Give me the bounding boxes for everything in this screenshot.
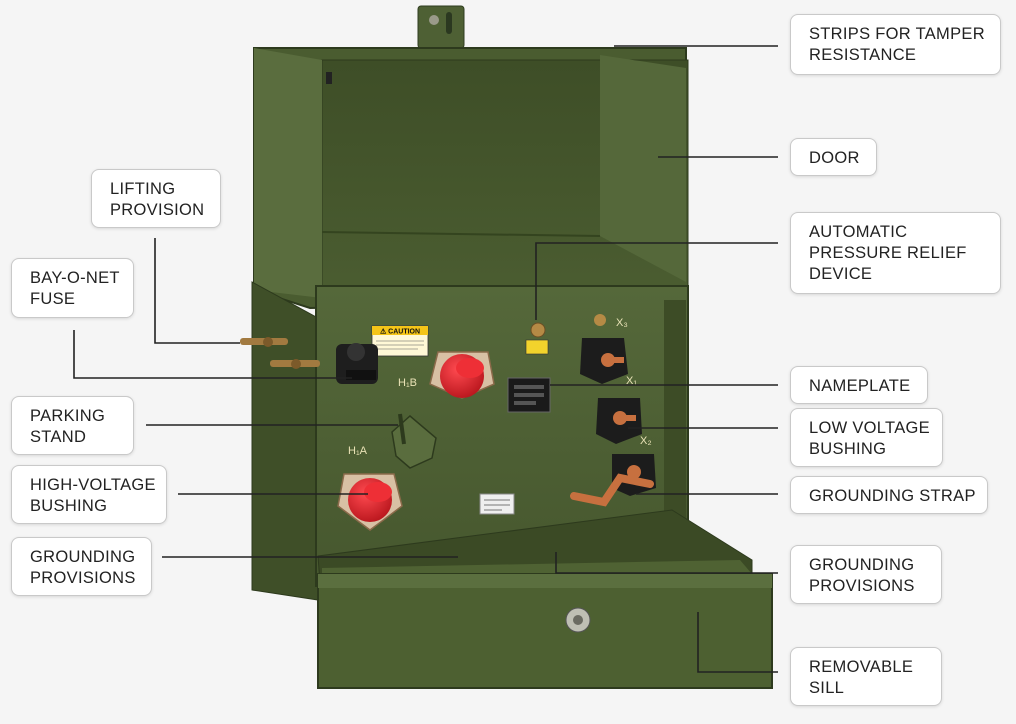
grounding-strap xyxy=(570,473,654,507)
h1a-marking: H₁A xyxy=(348,445,368,457)
hv-bushing-upper xyxy=(429,351,495,399)
label-line: BUSHING xyxy=(30,497,108,515)
label-line: BAY-O-NET xyxy=(30,269,120,287)
label-line: SILL xyxy=(809,679,845,697)
leader-lines xyxy=(73,45,778,673)
label-line: STRIPS FOR TAMPER xyxy=(809,25,985,43)
x3-marking: X₃ xyxy=(616,317,628,329)
label-line: PRESSURE RELIEF xyxy=(809,244,967,262)
label-bay-o-net-fuse: BAY-O-NET FUSE xyxy=(11,258,134,318)
caution-label: ⚠ CAUTION xyxy=(371,325,429,357)
label-line: GROUNDING xyxy=(30,548,136,566)
label-strips-for-tamper-resistance: STRIPS FOR TAMPER RESISTANCE xyxy=(790,14,1001,75)
label-line: RESISTANCE xyxy=(809,46,917,64)
label-line: PROVISIONS xyxy=(809,577,915,595)
label-grounding-strap: GROUNDING STRAP xyxy=(790,476,988,514)
h1b-marking: H₁B xyxy=(398,377,417,389)
label-line: LOW VOLTAGE xyxy=(809,419,930,437)
leader-sill xyxy=(697,612,778,673)
lifting-provision-rods xyxy=(240,337,320,369)
label-line: FUSE xyxy=(30,290,76,308)
label-line: GROUNDING STRAP xyxy=(809,487,976,505)
label-line: DEVICE xyxy=(809,265,873,283)
label-line: DOOR xyxy=(809,149,860,167)
door xyxy=(253,47,689,310)
label-removable-sill: REMOVABLE SILL xyxy=(790,647,942,706)
bay-o-net-fuse xyxy=(336,343,378,384)
label-line: AUTOMATIC xyxy=(809,223,908,241)
label-line: BUSHING xyxy=(809,440,887,458)
label-line: PROVISIONS xyxy=(30,569,136,587)
x1-marking: X₁ xyxy=(626,375,637,387)
leader-lifting xyxy=(154,238,240,344)
label-door: DOOR xyxy=(790,138,877,176)
leader-bayonet xyxy=(73,330,352,379)
label-line: NAMEPLATE xyxy=(809,377,911,395)
caution-text: ⚠ CAUTION xyxy=(380,328,420,336)
label-parking-stand: PARKING STAND xyxy=(11,396,134,455)
label-high-voltage-bushing: HIGH-VOLTAGE BUSHING xyxy=(11,465,167,524)
label-line: GROUNDING xyxy=(809,556,915,574)
label-nameplate: NAMEPLATE xyxy=(790,366,928,404)
nameplate xyxy=(507,377,551,413)
top-mounting-bracket xyxy=(417,5,465,49)
label-line: LIFTING xyxy=(110,180,176,198)
label-line: PROVISION xyxy=(110,201,205,219)
terminal-markings: H₁B H₁A X₁ X₂ X₃ xyxy=(348,317,652,457)
label-automatic-pressure-relief-device: AUTOMATIC PRESSURE RELIEF DEVICE xyxy=(790,212,1001,294)
label-line: REMOVABLE xyxy=(809,658,914,676)
label-grounding-provisions-left: GROUNDING PROVISIONS xyxy=(11,537,152,596)
pressure-relief-device xyxy=(525,322,549,355)
leader-relief xyxy=(535,242,778,320)
label-line: HIGH-VOLTAGE xyxy=(30,476,156,494)
serial-label xyxy=(479,493,515,515)
label-line: PARKING xyxy=(30,407,106,425)
label-low-voltage-bushing: LOW VOLTAGE BUSHING xyxy=(790,408,943,467)
label-grounding-provisions-right: GROUNDING PROVISIONS xyxy=(790,545,942,604)
leader-ground-right xyxy=(555,552,778,574)
parking-stand xyxy=(391,413,437,469)
label-line: STAND xyxy=(30,428,87,446)
hv-bushing-lower xyxy=(337,473,403,531)
x2-marking: X₂ xyxy=(640,435,652,447)
label-lifting-provision: LIFTING PROVISION xyxy=(91,169,221,228)
